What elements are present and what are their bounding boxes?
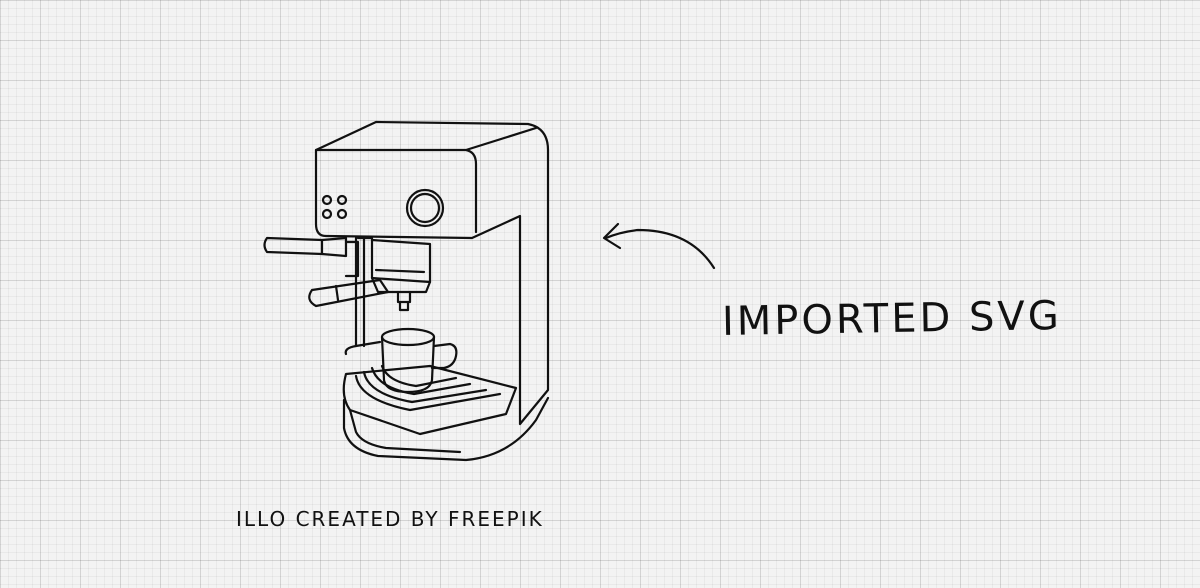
machine-base-top: [348, 408, 462, 454]
espresso-machine-icon: [263, 120, 550, 462]
curved-arrow-icon: [602, 222, 716, 270]
spout: [396, 290, 412, 312]
machine-head-top-edge: [314, 126, 538, 234]
illustration-credit: ILLO CREATED BY FREEPIK: [236, 507, 544, 531]
portafilter-ridge: [334, 284, 340, 302]
imported-svg-label: IMPORTED SVG: [721, 293, 1063, 345]
body-column: [354, 236, 366, 348]
control-dial-inner: [409, 192, 441, 224]
control-dial: [405, 188, 445, 228]
control-button: [321, 208, 333, 220]
group-head: [356, 236, 432, 284]
control-button: [321, 194, 333, 206]
machine-base: [342, 396, 550, 462]
steam-wand-pipe: [344, 240, 360, 278]
machine-head: [314, 120, 550, 426]
control-button: [336, 208, 348, 220]
drip-tray: [342, 340, 518, 436]
coffee-cup-icon: [380, 327, 458, 394]
control-button: [336, 194, 348, 206]
drip-tray-ring: [354, 374, 502, 412]
group-head-lower: [370, 268, 432, 294]
steam-wand-handle: [263, 236, 348, 258]
drip-tray-ring: [362, 370, 488, 404]
portafilter-handle: [308, 278, 390, 308]
